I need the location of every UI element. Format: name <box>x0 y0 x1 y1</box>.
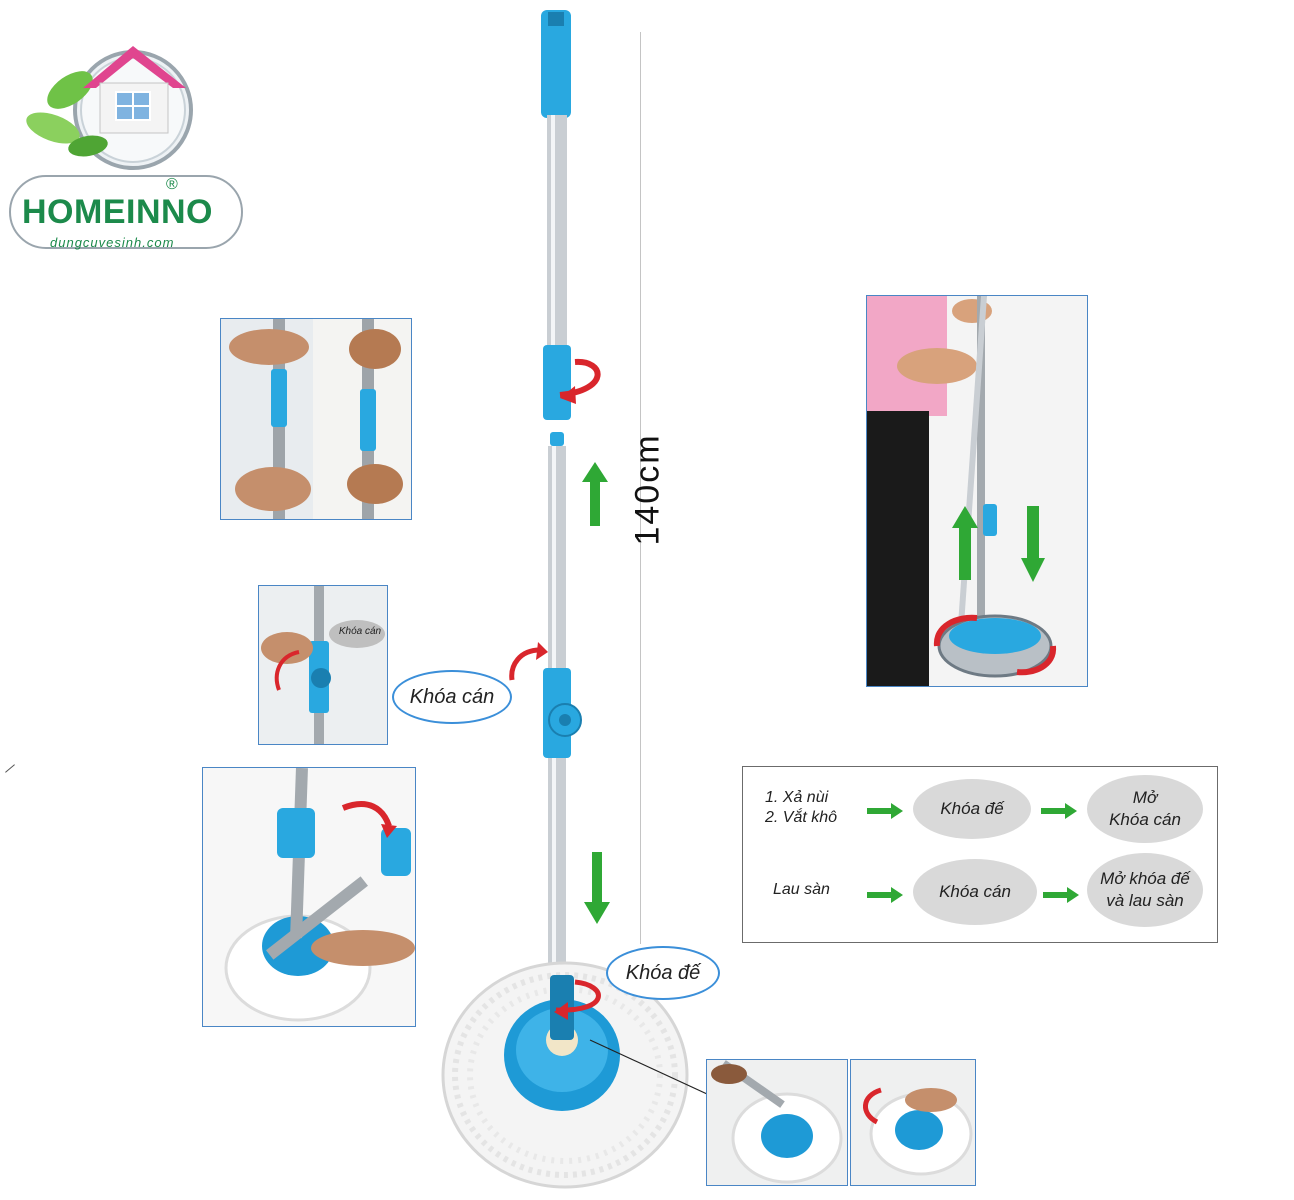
stray-mark <box>5 764 15 773</box>
oval-unlock-handle-line2: Khóa cán <box>1109 810 1181 829</box>
brand-name: HOMEINNO <box>22 193 213 231</box>
arrow-right-icon <box>1041 803 1077 819</box>
step-mop-floor: Lau sàn <box>773 881 830 898</box>
extend-up-arrow-icon <box>582 462 608 526</box>
oval-handle-lock-label: Khóa cán <box>939 881 1011 901</box>
arrow-right-icon <box>867 803 903 819</box>
measure-line <box>640 32 641 944</box>
base-lock-callout: Khóa đế <box>606 946 720 1000</box>
upper-sleeve <box>543 345 571 420</box>
arrow-right-icon <box>867 887 903 903</box>
usage-guide: 1. Xả nùi 2. Vắt khô Khóa đế Mở Khóa cán… <box>742 766 1218 943</box>
photo-handle-lock: Khóa cán <box>258 585 388 745</box>
oval-unlock-base-line2: và lau sàn <box>1106 891 1184 910</box>
upper-pole <box>547 115 567 347</box>
photo-base-closeup-2 <box>850 1059 976 1186</box>
oval-unlock-handle-line1: Mở <box>1132 787 1158 807</box>
photo-rotate-handle <box>202 767 416 1027</box>
retract-down-arrow-icon <box>584 852 610 924</box>
oval-handle-lock: Khóa cán <box>913 859 1037 925</box>
length-label: 140cm <box>628 433 667 546</box>
registered-mark: ® <box>166 176 178 193</box>
photo-assemble-handle <box>220 318 412 520</box>
oval-base-lock: Khóa đế <box>913 779 1031 839</box>
oval-base-lock-label: Khóa đế <box>940 798 1004 818</box>
website-label: dungcuvesinh.com <box>50 235 175 250</box>
oval-unlock-base-line1: Mở khóa đế <box>1100 868 1190 888</box>
oval-unlock-base: Mở khóa đế và lau sàn <box>1087 853 1203 927</box>
handle-cap <box>541 10 571 118</box>
photo-spin-bucket <box>866 295 1088 687</box>
mop-illustration <box>441 10 720 1189</box>
step-rinse: 1. Xả nùi <box>765 789 829 806</box>
brand-logo: HOMEINNO ® dungcuvesinh.com <box>8 28 248 258</box>
oval-unlock-handle: Mở Khóa cán <box>1087 775 1203 843</box>
arrow-right-icon <box>1043 887 1079 903</box>
inset-handle-lock-label: Khóa cán <box>338 626 382 637</box>
step-spin-dry: 2. Vắt khô <box>765 809 838 826</box>
handle-lock-callout: Khóa cán <box>392 670 512 724</box>
photo-base-closeup-1 <box>706 1059 848 1186</box>
